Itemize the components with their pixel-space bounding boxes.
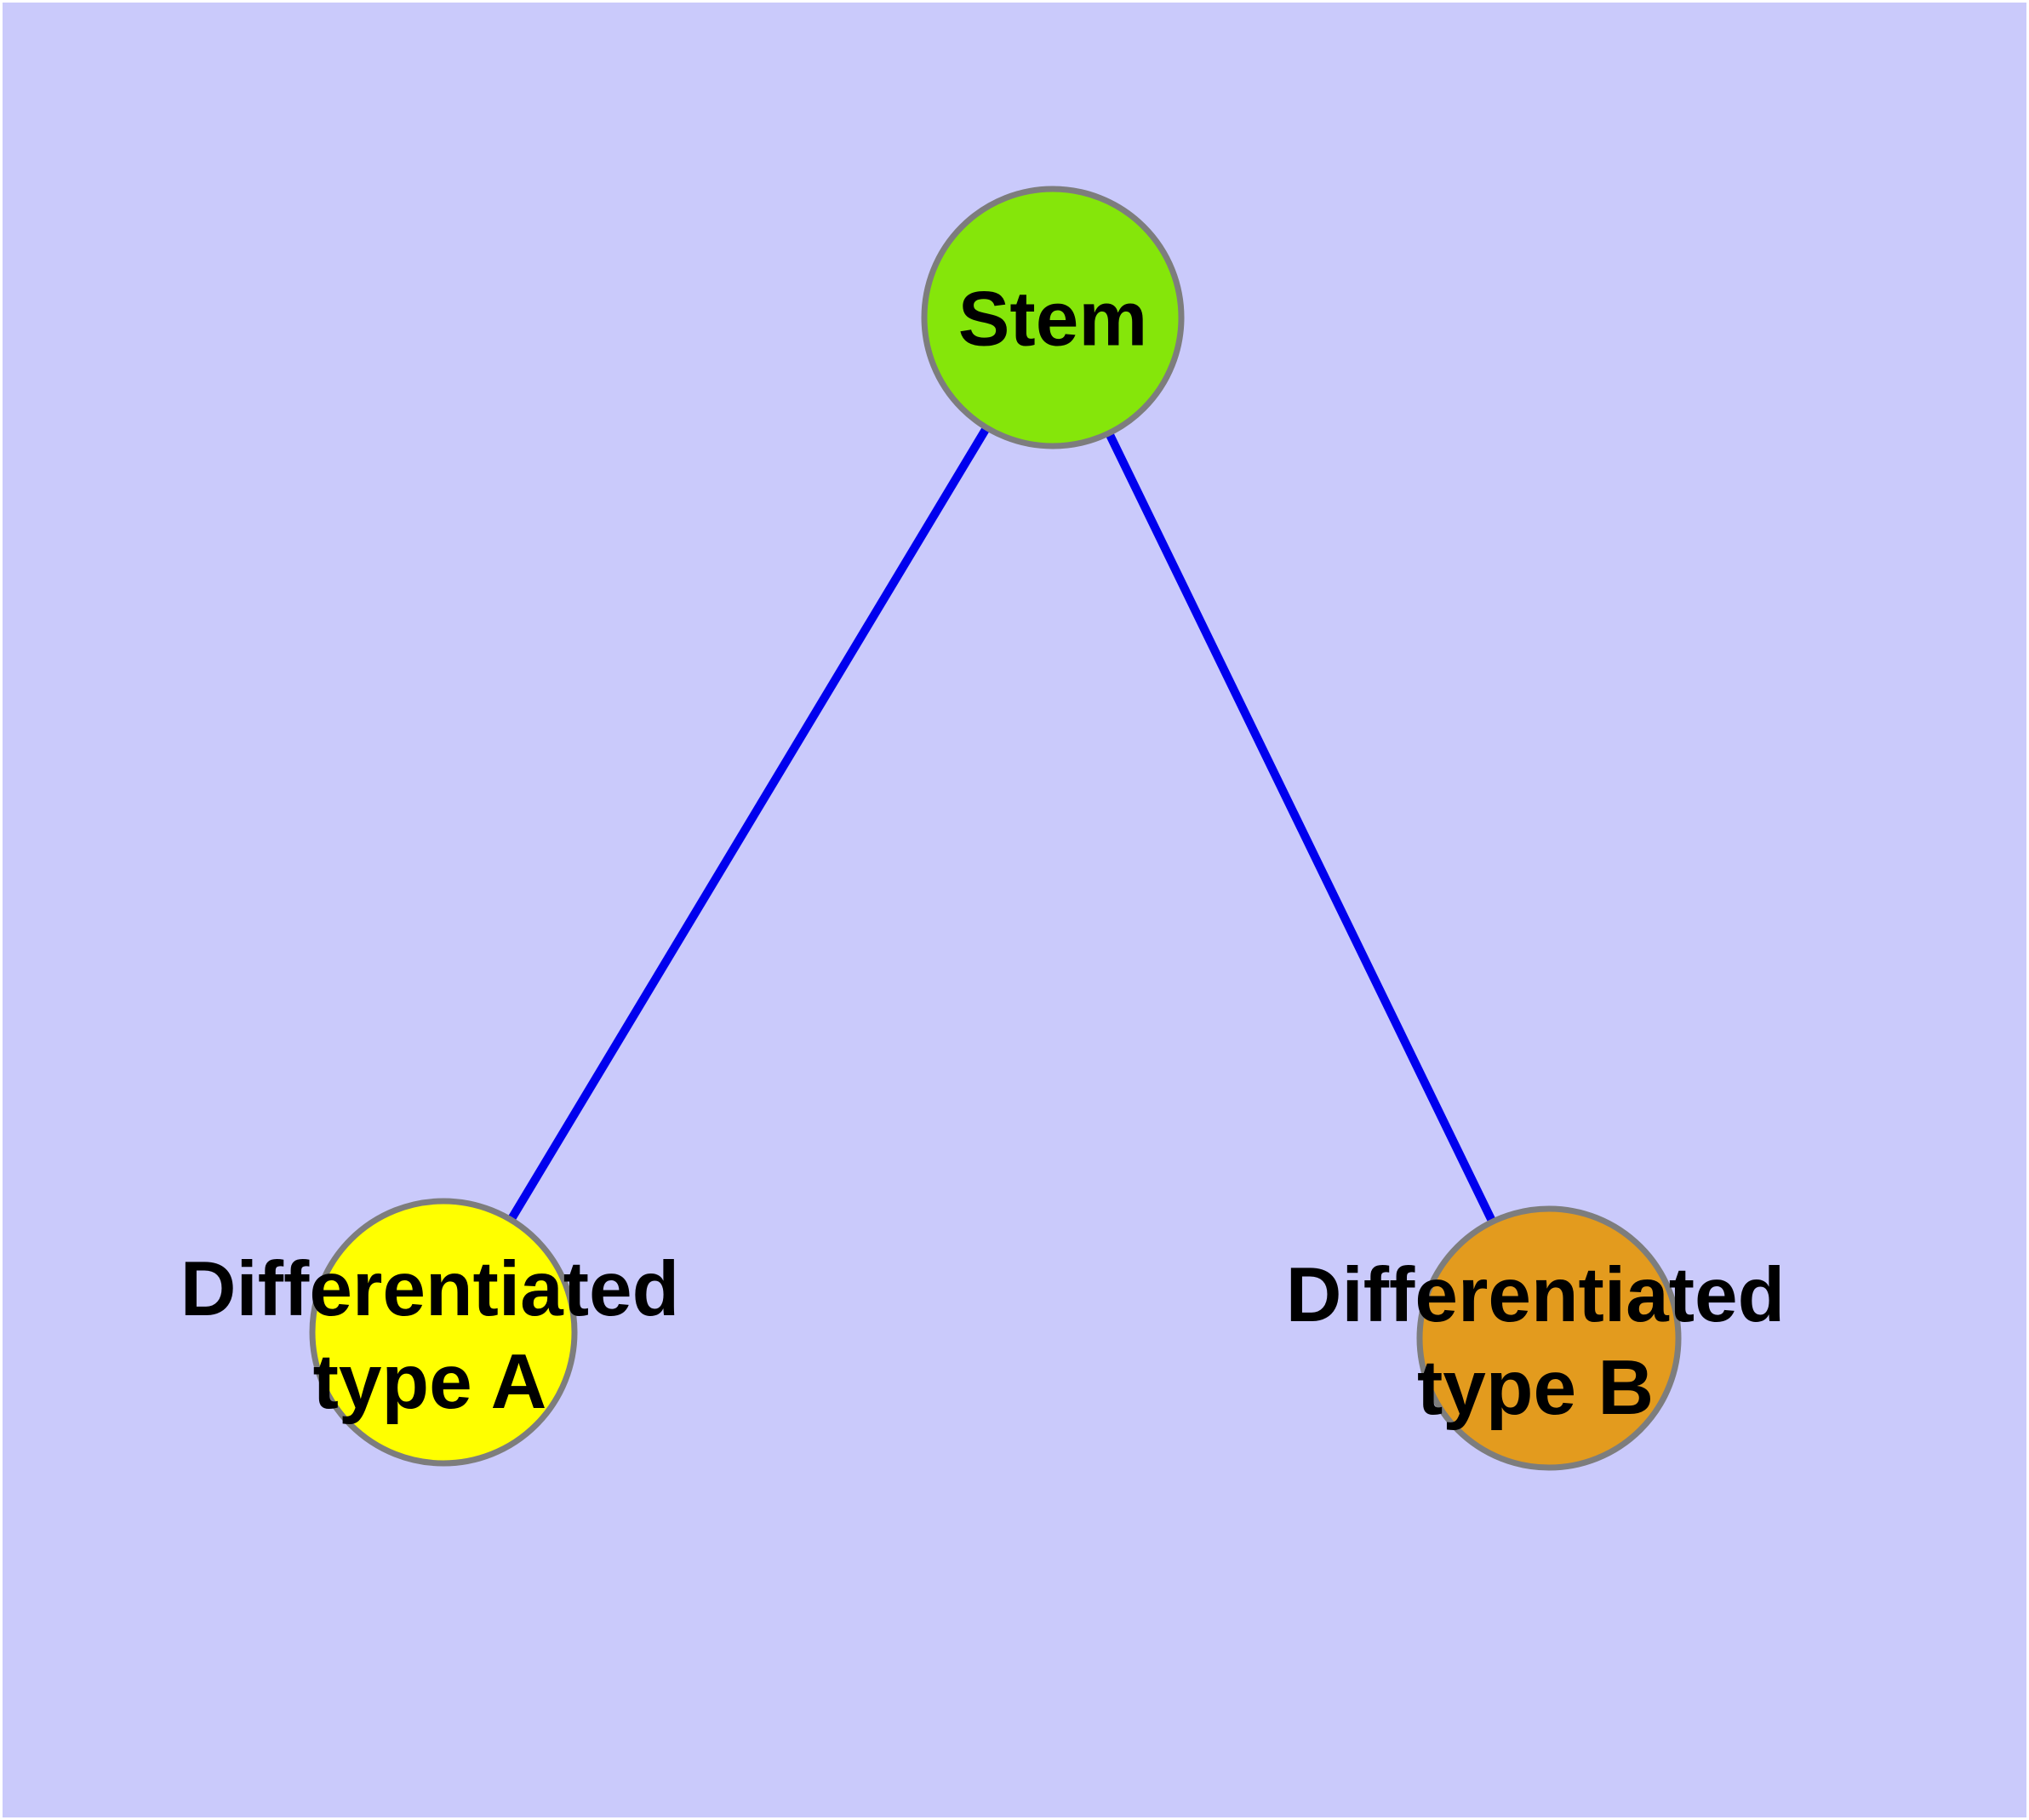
node-label-line: Stem (957, 276, 1148, 363)
node-circle-type-b (1416, 1205, 1682, 1471)
edge-stem-to-type-a (439, 315, 1057, 1335)
node-label-type-a: Differentiated type A (180, 1243, 680, 1428)
node-label-line: Differentiated (180, 1246, 680, 1332)
edge-stem-to-type-b (1049, 315, 1553, 1341)
node-circle-stem (921, 186, 1185, 449)
node-circle-type-a (309, 1198, 578, 1467)
node-label-type-b: Differentiated type B (1286, 1249, 1786, 1434)
graph-canvas: Stem Differentiated type A Differentiate… (3, 3, 2026, 1817)
node-label-stem: Stem (958, 273, 1148, 366)
node-label-line: type A (312, 1339, 547, 1425)
node-label-line: type B (1416, 1345, 1655, 1431)
node-label-line: Differentiated (1285, 1252, 1786, 1338)
